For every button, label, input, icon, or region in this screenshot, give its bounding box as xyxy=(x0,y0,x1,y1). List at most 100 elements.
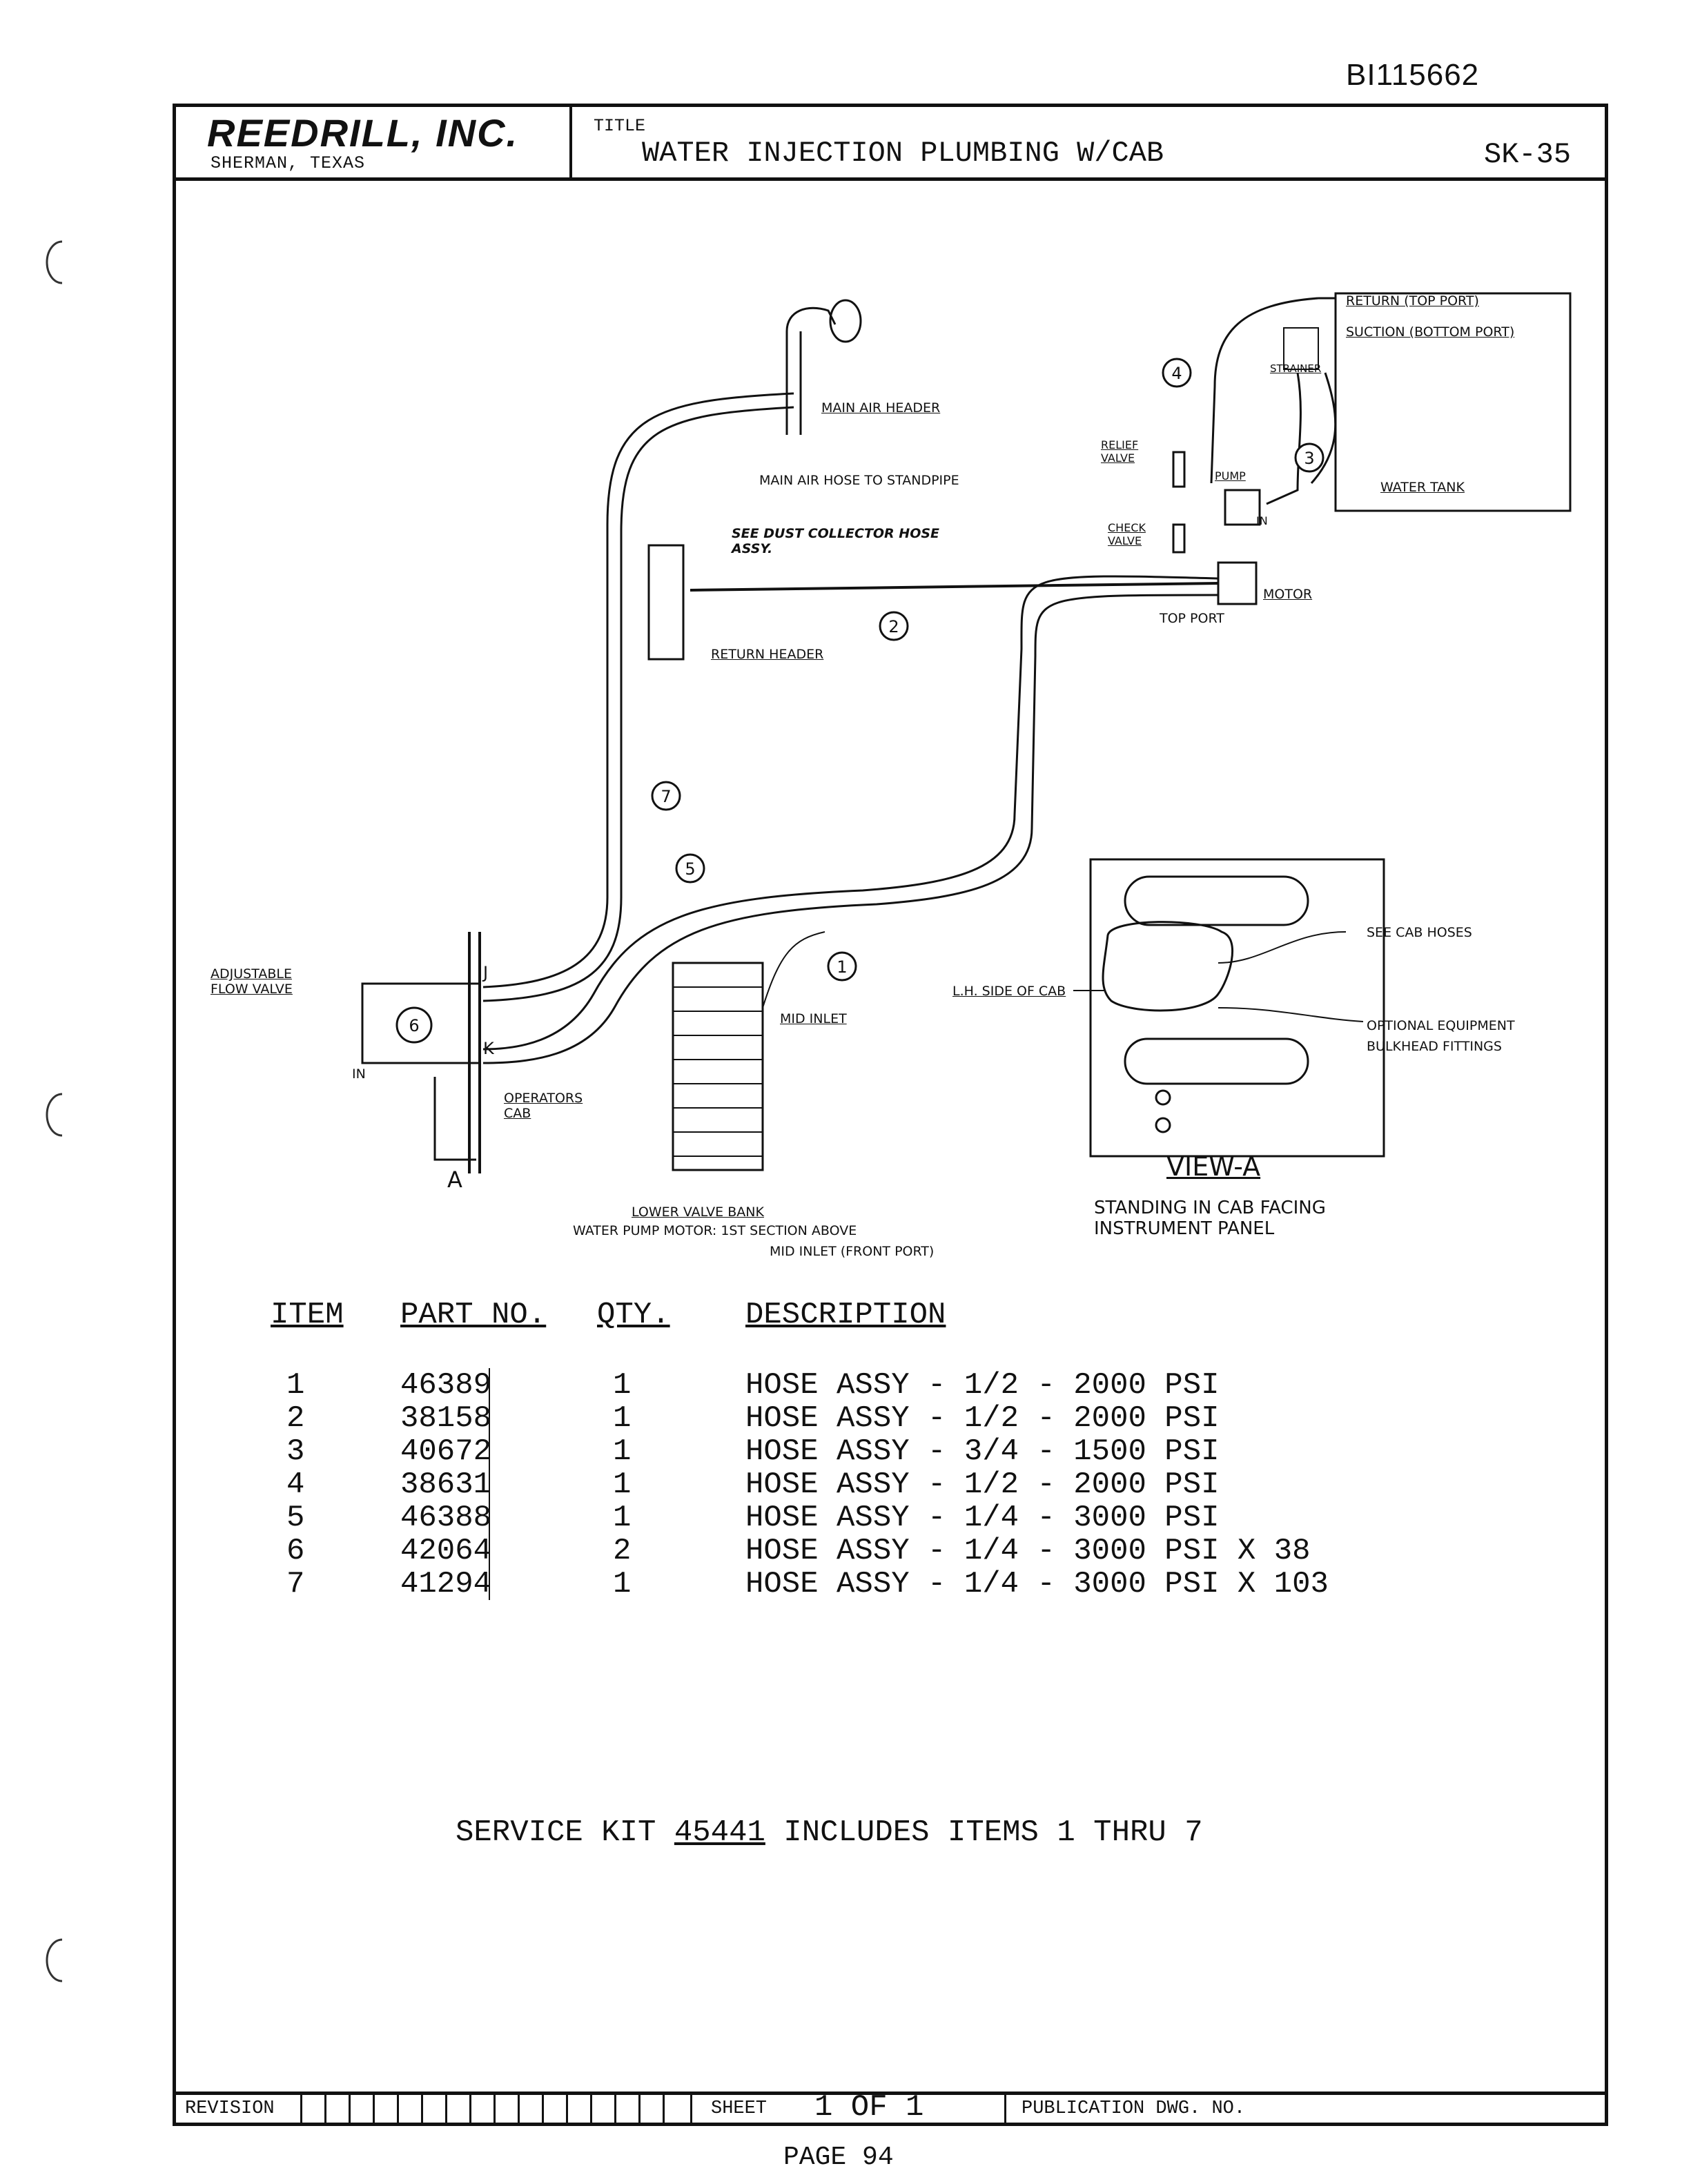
cell-qty: 1 xyxy=(613,1468,632,1502)
label-port-in: IN xyxy=(352,1066,366,1082)
motor xyxy=(1217,561,1258,605)
label-standing-1: STANDING IN CAB FACING xyxy=(1094,1198,1326,1218)
bulkhead-cluster xyxy=(1102,921,1234,1012)
label-optional-equipment-1: OPTIONAL EQUIPMENT xyxy=(1367,1018,1515,1033)
title-block-divider xyxy=(569,104,572,181)
callout-2: 2 xyxy=(888,617,899,636)
service-kit-prefix: SERVICE KIT xyxy=(456,1815,674,1850)
pump xyxy=(1224,489,1261,526)
label-port-k: K xyxy=(483,1039,494,1058)
cell-item: 2 xyxy=(286,1401,305,1436)
label-return-top-port: RETURN (TOP PORT) xyxy=(1346,293,1479,309)
cell-qty: 1 xyxy=(613,1368,632,1403)
cell-qty: 2 xyxy=(613,1534,632,1568)
panel-slot-top xyxy=(1124,875,1309,926)
punch-hole-bottom xyxy=(46,1938,63,1982)
company-name: REEDRILL, INC. xyxy=(207,111,519,155)
callout-1: 1 xyxy=(837,957,847,977)
punch-hole-top xyxy=(46,240,63,284)
label-lower-valve-bank: LOWER VALVE BANK xyxy=(632,1205,764,1220)
hose-2 xyxy=(690,582,1219,592)
header-description: DESCRIPTION xyxy=(745,1298,946,1332)
cell-part-no: 38631 xyxy=(400,1468,492,1502)
label-view-a: VIEW-A xyxy=(1166,1151,1261,1182)
cell-description: HOSE ASSY - 1/4 - 3000 PSI X 38 xyxy=(745,1534,1311,1568)
cell-description: HOSE ASSY - 1/4 - 3000 PSI xyxy=(745,1501,1220,1535)
main-air-header-fitting xyxy=(829,299,862,343)
drawing-title: WATER INJECTION PLUMBING W/CAB xyxy=(642,137,1164,170)
revision-label: REVISION xyxy=(185,2098,275,2119)
revision-cell-divider xyxy=(397,2092,399,2126)
punch-hole-middle xyxy=(46,1093,63,1137)
cell-part-no: 40672 xyxy=(400,1434,492,1469)
label-water-tank: WATER TANK xyxy=(1380,480,1465,495)
cell-item: 3 xyxy=(286,1434,305,1469)
callout-7-circle xyxy=(651,781,681,811)
title-caption: TITLE xyxy=(594,116,646,136)
panel-hole-2 xyxy=(1155,1117,1171,1133)
label-pump: PUMP xyxy=(1215,469,1246,482)
cell-description: HOSE ASSY - 1/4 - 3000 PSI X 103 xyxy=(745,1567,1329,1601)
cell-item: 4 xyxy=(286,1468,305,1502)
service-kit-number: 45441 xyxy=(674,1815,765,1850)
cell-part-no: 38158 xyxy=(400,1401,492,1436)
drawing-number: SK-35 xyxy=(1484,138,1572,171)
title-block xyxy=(173,104,1608,181)
revision-cell-divider xyxy=(518,2092,520,2126)
cell-description: HOSE ASSY - 3/4 - 1500 PSI xyxy=(745,1434,1220,1469)
label-standing-2: INSTRUMENT PANEL xyxy=(1094,1218,1275,1239)
sheet-label: SHEET xyxy=(711,2098,768,2119)
return-header-box xyxy=(647,544,685,661)
hose-3 xyxy=(1266,372,1302,505)
cab-wall xyxy=(468,932,481,1173)
sheet-value: 1 OF 1 xyxy=(814,2090,924,2125)
relief-valve xyxy=(1172,451,1186,488)
cell-description: HOSE ASSY - 1/2 - 2000 PSI xyxy=(745,1468,1220,1502)
drawing-frame xyxy=(173,104,1608,2126)
revision-cell-divider xyxy=(542,2092,544,2126)
callout-5: 5 xyxy=(685,859,695,879)
label-relief-valve: RELIEF VALVE xyxy=(1101,438,1139,465)
callout-1-circle xyxy=(827,951,857,982)
revision-cell-divider xyxy=(614,2092,616,2126)
label-dust-collector: SEE DUST COLLECTOR HOSE ASSY. xyxy=(732,526,940,556)
main-air-pipe xyxy=(785,331,802,435)
flow-valve-block xyxy=(361,982,481,1064)
hose-7 xyxy=(482,392,794,988)
panel-hole-1 xyxy=(1155,1089,1171,1106)
revision-cell-divider xyxy=(469,2092,471,2126)
document-id: BI115662 xyxy=(1346,58,1480,92)
cell-part-no: 46388 xyxy=(400,1501,492,1535)
page-number: PAGE 94 xyxy=(783,2143,894,2172)
service-kit-suffix: INCLUDES ITEMS 1 THRU 7 xyxy=(765,1815,1203,1850)
label-pump-in: IN xyxy=(1256,514,1268,527)
callout-6: 6 xyxy=(409,1016,419,1035)
label-see-cab-hoses: SEE CAB HOSES xyxy=(1367,925,1472,940)
revision-cell-divider xyxy=(324,2092,326,2126)
cell-part-no: 41294 xyxy=(400,1567,492,1601)
water-tank xyxy=(1334,292,1572,512)
view-a-panel xyxy=(1089,858,1385,1158)
section-arrow xyxy=(433,1077,476,1161)
publication-cell-divider xyxy=(1004,2092,1006,2126)
revision-cell-divider xyxy=(445,2092,447,2126)
plumbing-diagram: 4 3 2 7 5 1 6 xyxy=(361,292,1572,1173)
company-location: SHERMAN, TEXAS xyxy=(211,153,366,173)
revision-cell-divider xyxy=(300,2092,302,2126)
hose-1 xyxy=(762,931,825,1008)
revision-cell-divider xyxy=(638,2092,641,2126)
revision-cell-divider xyxy=(663,2092,665,2126)
callout-5-circle xyxy=(675,853,705,884)
label-check-valve: CHECK VALVE xyxy=(1108,521,1146,547)
revision-cell-divider xyxy=(493,2092,496,2126)
revision-cell-divider xyxy=(349,2092,351,2126)
cell-item: 5 xyxy=(286,1501,305,1535)
callout-7: 7 xyxy=(661,787,671,806)
label-operators-cab: OPERATORS CAB xyxy=(504,1091,583,1121)
callout-2-circle xyxy=(879,611,909,641)
hose-5 xyxy=(482,575,1219,1051)
panel-slot-bottom xyxy=(1124,1037,1309,1085)
sheet-cell-divider xyxy=(690,2092,692,2126)
label-port-j: J xyxy=(483,963,489,982)
label-section-a: A xyxy=(447,1167,462,1193)
